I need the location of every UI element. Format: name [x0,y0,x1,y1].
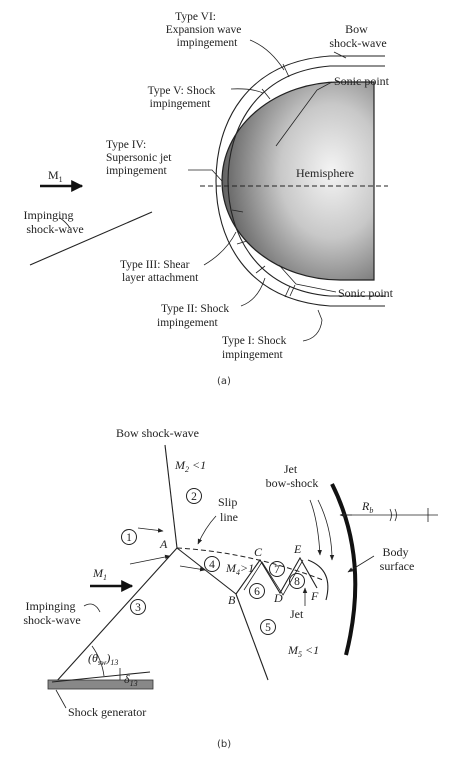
bow-shock-inner [227,65,385,297]
jet-bow-label: Jet bow-shock [266,462,319,490]
impinging-shock-line-b [54,547,178,684]
panel-b: Rb M1 Bow shock-wave M2 <1 Slip line Jet… [23,426,438,750]
type-v-label: Type V: Shock impingement [148,85,219,110]
hemisphere-label: Hemisphere [296,166,354,180]
sonic-point-bottom: Sonic point [338,286,394,300]
impinging-shock-line-a [29,211,153,266]
delta-label: δ13 [124,672,138,688]
rb-break [389,508,397,522]
point-f: F [310,589,319,603]
region-4: 4 [209,559,215,571]
m2-label: M2 <1 [174,458,206,474]
jet-bow-shock-curve [307,559,329,601]
region-3: 3 [135,602,141,614]
region-7: 7 [274,564,280,576]
jet-zigzag [235,556,318,595]
type-v-leader [230,88,264,94]
shock-b-down [235,593,269,681]
theta-label: (θsw)13 [88,651,118,667]
shock-generator-plate [47,679,154,690]
body-surface [330,483,358,656]
type-i-leader [302,309,323,342]
shock-a-to-b [176,547,237,595]
bow-shock-outer [215,55,385,307]
jet-bow-leader-1 [309,499,322,556]
type-iv-leader [188,169,223,182]
type-vi-label: Type VI: Expansion wave impingement [166,11,245,49]
type-iv-label: Type IV: Supersonic jet impingement [106,139,174,177]
mach-label-a: M1 [48,168,63,184]
point-e: E [293,542,302,556]
point-a: A [159,537,168,551]
type-ii-label: Type II: Shock impingement [157,303,232,329]
point-c: C [254,545,263,559]
slip-leader [197,515,217,545]
mach-label-b: M1 [92,566,107,582]
bow-leader-a [333,51,347,59]
shock-generator-wedge [51,671,151,683]
slip-line [176,547,324,581]
impinging-leader-a [59,217,71,229]
flow-arrow-region3 [129,554,171,565]
region-6: 6 [254,586,260,598]
sonic-leader-bottom [278,264,337,293]
jet-label: Jet [290,607,304,621]
region-2: 2 [191,491,197,503]
rb-label: Rb [361,499,373,515]
m4-label: M4>1 [225,561,254,577]
type-ii-leader [240,277,266,307]
bow-shock-label-a: Bow shock-wave [329,22,386,50]
point-b: B [228,593,236,607]
flow-arrow-region4 [179,565,206,572]
type-vi-leader [249,39,285,71]
impinging-label-a: Impinging shock-wave [24,208,84,236]
flow-arrow-region1 [137,527,164,533]
jet-bow-leader-2 [317,499,335,561]
hemisphere-body [221,81,375,281]
region-markers: 1 2 3 4 5 6 7 8 [121,488,305,635]
region-1: 1 [126,532,132,544]
impinging-leader-b [83,603,101,613]
shock-gen-leader [55,689,67,709]
bow-shock-line-b [164,444,178,549]
impinging-label-b: Impinging shock-wave [23,599,80,627]
impingement-ticks [231,63,296,298]
type-iii-leader [203,231,237,266]
slip-line-label: Slip line [218,495,240,524]
panel-a: M1 Impinging shock-wave Hemisphere Bow s… [24,11,394,387]
type-i-label: Type I: Shock impingement [222,335,289,361]
point-d: D [273,591,283,605]
jet-zigzag-lower [243,559,304,596]
region-5: 5 [265,622,271,634]
theta-arc [91,645,105,677]
type-iii-label: Type III: Shear layer attachment [120,259,199,284]
region-8: 8 [294,576,300,588]
shock-generator-label: Shock generator [68,705,146,719]
sonic-point-top: Sonic point [334,74,390,88]
body-leader [347,555,375,573]
m5-label: M5 <1 [287,643,319,659]
bow-shock-label-b: Bow shock-wave [116,426,199,440]
body-surface-label: Body surface [380,545,415,573]
caption-b: (b) [217,739,231,750]
sonic-leader-top [275,81,333,147]
caption-a: (a) [217,376,231,387]
